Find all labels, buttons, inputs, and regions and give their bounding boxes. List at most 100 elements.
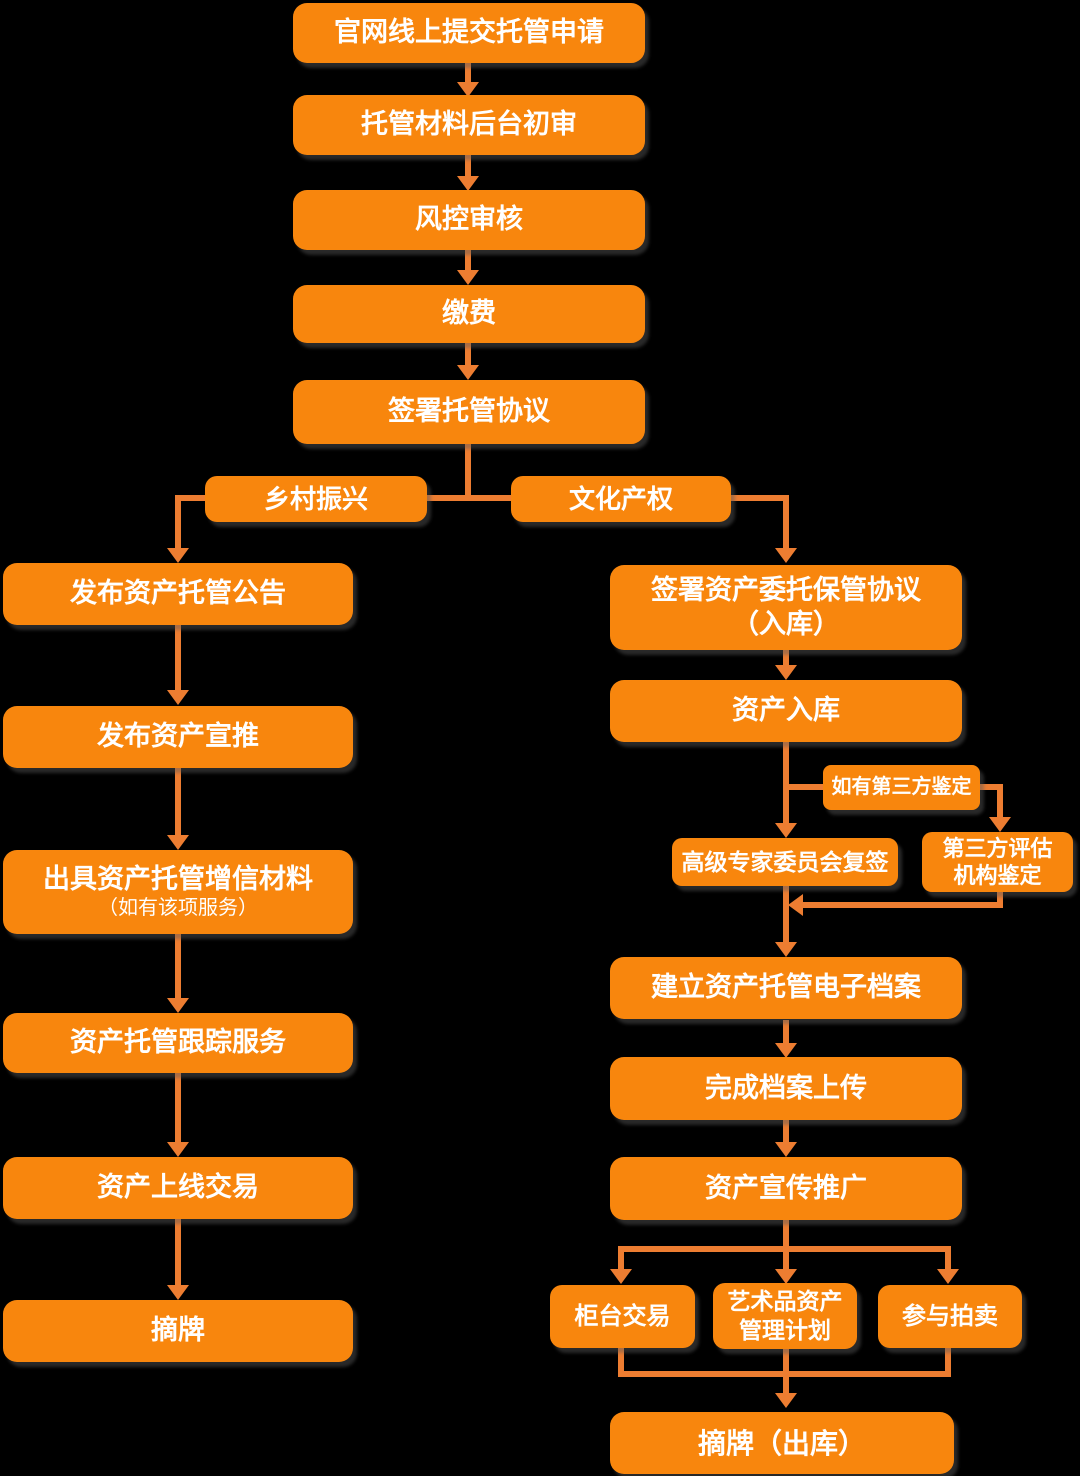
connector-line	[175, 625, 181, 690]
node-complete-archive-upload: 完成档案上传	[610, 1057, 962, 1120]
node-label: 艺术品资产 管理计划	[727, 1288, 843, 1343]
node-sign-custody-agreement: 签署托管协议	[293, 380, 645, 444]
arrowhead-down	[167, 1285, 189, 1300]
connector-line	[945, 1348, 951, 1377]
connector-line	[465, 155, 471, 178]
arrowhead-down	[457, 365, 479, 380]
node-counter-trading: 柜台交易	[550, 1285, 695, 1348]
arrowhead-down	[775, 823, 797, 838]
arrowhead-down	[775, 548, 797, 563]
node-label: 摘牌（出库）	[697, 1427, 866, 1459]
connector-line	[465, 444, 471, 498]
connector-line	[783, 784, 823, 790]
arrowhead-down	[167, 998, 189, 1013]
connector-line	[175, 934, 181, 998]
node-publish-custody-announcement: 发布资产托管公告	[3, 563, 353, 625]
node-label: 资产宣传推广	[705, 1172, 867, 1203]
node-label: 风控审核	[415, 204, 523, 235]
node-label: 建立资产托管电子档案	[651, 972, 921, 1003]
connector-line	[725, 495, 789, 501]
node-label: 摘牌	[151, 1315, 205, 1346]
arrowhead-down	[167, 1142, 189, 1157]
connector-line	[997, 892, 1003, 908]
node-submit-application: 官网线上提交托管申请	[293, 3, 645, 63]
connector-line	[175, 1073, 181, 1142]
connector-line	[465, 63, 471, 84]
node-asset-into-storage: 资产入库	[610, 680, 962, 742]
node-label: 官网线上提交托管申请	[334, 17, 604, 48]
connector-line	[945, 1246, 951, 1269]
connector-line	[783, 1349, 789, 1394]
connector-line	[175, 495, 181, 548]
node-label: 资产托管跟踪服务	[70, 1027, 286, 1058]
node-label: 发布资产托管公告	[70, 578, 286, 609]
node-risk-control-review: 风控审核	[293, 190, 645, 250]
connector-line	[803, 902, 1003, 908]
arrowhead-down	[457, 176, 479, 191]
node-label: 资产入库	[732, 695, 840, 726]
connector-line	[175, 768, 181, 835]
node-create-electronic-archive: 建立资产托管电子档案	[610, 957, 962, 1019]
node-material-review: 托管材料后台初审	[293, 95, 645, 155]
connector-line	[465, 250, 471, 272]
node-label: 托管材料后台初审	[361, 109, 577, 140]
node-label: 发布资产宣推	[97, 721, 259, 752]
node-participate-auction: 参与拍卖	[878, 1285, 1022, 1348]
node-label: 完成档案上传	[705, 1072, 867, 1103]
node-label: 高级专家委员会复签	[681, 848, 889, 875]
connector-line	[415, 495, 520, 501]
connector-line	[783, 650, 789, 665]
arrowhead-down	[775, 1393, 797, 1408]
arrowhead-down	[775, 1043, 797, 1058]
node-label: 签署托管协议	[388, 396, 550, 427]
node-third-party-evaluation: 第三方评估 机构鉴定	[922, 832, 1073, 892]
connector-line	[465, 343, 471, 367]
arrowhead-down	[775, 942, 797, 957]
node-label: 资产上线交易	[97, 1172, 259, 1203]
arrowhead-down	[610, 1269, 632, 1284]
arrowhead-down	[167, 690, 189, 705]
node-pay-fee: 缴费	[293, 285, 645, 343]
node-label: 文化产权	[568, 483, 673, 514]
node-expert-committee-recheck: 高级专家委员会复签	[672, 838, 898, 886]
connector-line	[997, 784, 1003, 817]
node-label: 第三方评估 机构鉴定	[942, 835, 1053, 889]
connector-line	[783, 1020, 789, 1044]
node-asset-online-trading: 资产上线交易	[3, 1157, 353, 1219]
node-artwork-management-plan: 艺术品资产 管理计划	[713, 1283, 857, 1349]
node-sign-storage-agreement: 签署资产委托保管协议 （入库）	[610, 565, 962, 650]
arrowhead-down	[775, 1142, 797, 1157]
arrowhead-down	[167, 548, 189, 563]
node-asset-promotion: 资产宣传推广	[610, 1157, 962, 1220]
node-issue-credit-materials: 出具资产托管增信材料 （如有该项服务）	[3, 850, 353, 934]
arrowhead-left	[788, 894, 803, 916]
connector-line	[618, 1246, 951, 1252]
node-label: 出具资产托管增信材料	[43, 863, 313, 894]
node-note: （如有该项服务）	[98, 897, 258, 920]
node-delist-out-of-storage: 摘牌（出库）	[610, 1412, 954, 1474]
connector-line	[783, 1220, 789, 1252]
arrowhead-down	[457, 270, 479, 285]
arrowhead-down	[775, 665, 797, 680]
connector-line	[783, 742, 789, 823]
connector-line	[783, 495, 789, 548]
connector-line	[618, 1246, 624, 1269]
connector-line	[175, 495, 215, 501]
connector-line	[980, 784, 1003, 790]
connector-line	[618, 1348, 624, 1377]
node-custody-tracking-service: 资产托管跟踪服务	[3, 1013, 353, 1073]
node-cultural-property: 文化产权	[511, 476, 731, 522]
node-label: 签署资产委托保管协议 （入库）	[651, 574, 921, 639]
node-label: 缴费	[442, 298, 496, 329]
arrowhead-down	[167, 835, 189, 850]
node-third-party-condition: 如有第三方鉴定	[823, 765, 980, 810]
node-publish-asset-promotion: 发布资产宣推	[3, 706, 353, 768]
node-label: 如有第三方鉴定	[831, 776, 972, 798]
arrowhead-down	[457, 82, 479, 97]
arrowhead-down	[937, 1269, 959, 1284]
node-label: 乡村振兴	[263, 483, 368, 514]
connector-line	[783, 1252, 789, 1269]
node-rural-revitalization: 乡村振兴	[205, 476, 427, 522]
connector-line	[783, 886, 789, 943]
